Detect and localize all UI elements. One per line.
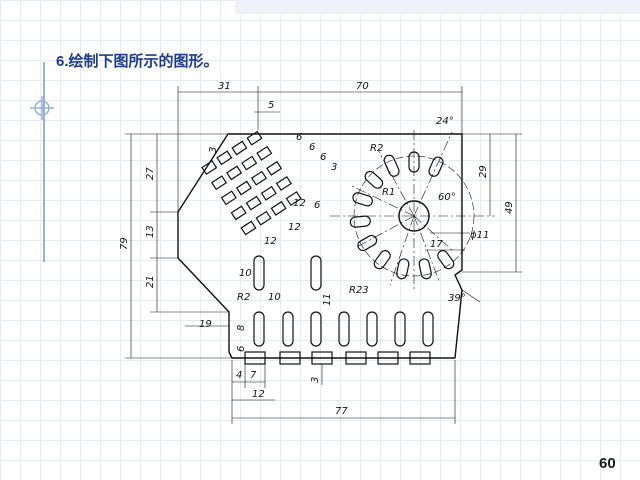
dim-79: 79 bbox=[119, 237, 130, 250]
slide-title: 6.绘制下图所示的图形。 bbox=[56, 53, 219, 70]
dim-R2-left: R2 bbox=[237, 292, 250, 303]
dim-3-top: 3 bbox=[208, 147, 219, 153]
dim-R1: R1 bbox=[382, 187, 395, 198]
dim-12b: 12 bbox=[288, 222, 301, 233]
dim-6e: 6 bbox=[236, 346, 247, 352]
dim-10a: 10 bbox=[239, 268, 252, 279]
header-band bbox=[235, 0, 640, 14]
dim-3-diag: 3 bbox=[331, 162, 337, 173]
dim-6d: 6 bbox=[314, 200, 320, 211]
dim-70: 70 bbox=[356, 81, 369, 92]
dim-60deg: 60° bbox=[438, 192, 456, 203]
dim-R2-top: R2 bbox=[370, 143, 383, 154]
dim-31: 31 bbox=[218, 81, 231, 92]
dim-6b: 6 bbox=[309, 142, 315, 153]
crosshair-decoration bbox=[30, 96, 54, 120]
dim-24deg: 24° bbox=[436, 116, 454, 127]
dim-phi11: ϕ11 bbox=[470, 230, 489, 241]
dim-R23: R23 bbox=[349, 285, 369, 296]
dim-12a: 12 bbox=[264, 236, 277, 247]
dim-8: 8 bbox=[236, 325, 247, 331]
dim-3-bottom: 3 bbox=[310, 377, 321, 383]
dim-12c: 12 bbox=[293, 198, 306, 209]
dim-11: 11 bbox=[322, 293, 333, 306]
dim-13: 13 bbox=[145, 225, 156, 238]
dim-6c: 6 bbox=[320, 152, 326, 163]
dim-5: 5 bbox=[268, 100, 274, 111]
dim-10b: 10 bbox=[268, 292, 281, 303]
dim-21: 21 bbox=[145, 275, 156, 288]
dim-4: 4 bbox=[236, 370, 242, 381]
part-outline bbox=[177, 133, 463, 359]
dim-77: 77 bbox=[335, 406, 348, 417]
page-number: 60 bbox=[599, 455, 616, 472]
dim-6a: 6 bbox=[296, 132, 302, 143]
dim-49: 49 bbox=[504, 201, 515, 214]
dim-12-bottom: 12 bbox=[252, 389, 265, 400]
dim-27: 27 bbox=[145, 167, 156, 180]
dim-29: 29 bbox=[478, 165, 489, 178]
dim-17: 17 bbox=[430, 239, 443, 250]
center-hole bbox=[398, 200, 430, 232]
left-rule bbox=[43, 62, 45, 262]
dim-39deg: 39° bbox=[448, 293, 466, 304]
dim-7: 7 bbox=[250, 370, 257, 381]
dim-19: 19 bbox=[199, 319, 212, 330]
